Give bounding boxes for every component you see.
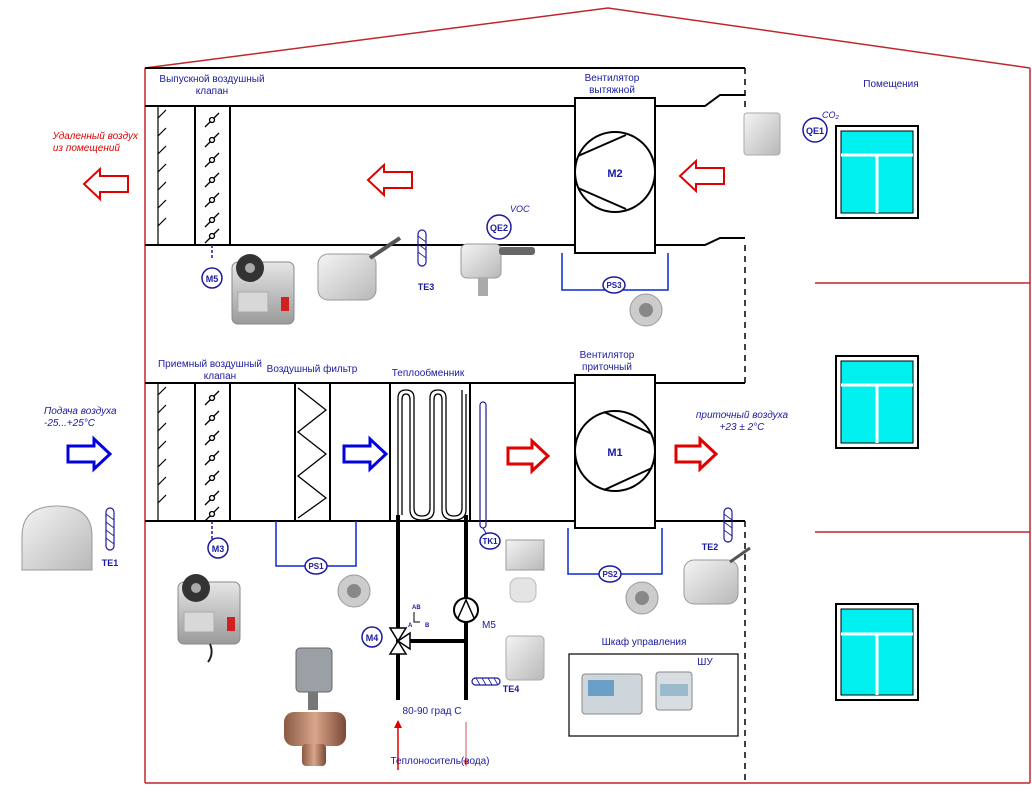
filter-media: [296, 387, 328, 519]
control-valve-image: [284, 647, 346, 766]
te4-room-sensor-image: [505, 635, 545, 681]
supply-air-label-2: +23 ± 2°C: [720, 422, 766, 433]
control-cabinet: [568, 653, 739, 737]
three-way-valve-m4: [388, 627, 411, 655]
exhaust-damper-label-2: клапан: [196, 86, 228, 97]
control-cabinet-label: Шкаф управления: [602, 636, 687, 648]
building-outline: [144, 7, 1031, 784]
tk1-frost-stat-image: [505, 539, 545, 603]
intake-louver: [157, 383, 167, 521]
exhaust-fan-m2: M2: [574, 131, 656, 213]
rooms-label: Помещения: [863, 79, 918, 90]
m5-pump-label: M5: [482, 620, 496, 631]
te3-probe: [417, 229, 427, 267]
m5-tag-label: M5: [206, 274, 219, 284]
air-supply-label-2: -25...+25°C: [44, 418, 96, 429]
m4-tag: [361, 626, 383, 648]
ps2-pressure-switch-image: [625, 581, 659, 615]
ps3-pressure-switch-image: [629, 293, 663, 327]
qe1-tag-label: QE1: [806, 126, 824, 136]
m1-label: M1: [607, 447, 622, 459]
exhaust-inlet-arrow: [678, 158, 725, 194]
qe2-tag: [486, 214, 512, 240]
m4-tag-label: M4: [366, 633, 379, 643]
supply-water-arrow: [394, 720, 402, 728]
exhaust-outlet-arrow: [82, 166, 129, 202]
control-unit-label: ШУ: [697, 657, 713, 668]
te2-duct-sensor-image: [683, 546, 751, 605]
valve-port-ab: AB: [412, 605, 421, 611]
room-window-middle: [835, 355, 919, 449]
supply-out-arrow: [674, 435, 719, 473]
co2-label: CO₂: [822, 110, 840, 120]
filter-out-arrow: [342, 435, 389, 473]
room-window-top: [835, 125, 919, 219]
tk1-capillary: [479, 401, 487, 529]
water-temp-label: 80-90 град С: [403, 706, 462, 717]
exhaust-fan-label-2: вытяжной: [589, 85, 635, 96]
supply-fan-m1: M1: [574, 410, 656, 492]
air-supply-label-1: Подача воздуха: [44, 406, 117, 417]
m5-actuator-tag: [201, 267, 223, 289]
qe2-tag-label: QE2: [490, 223, 508, 233]
room-window-bottom: [835, 603, 919, 701]
te3-label: TE3: [418, 282, 435, 292]
te4-label: TE4: [503, 684, 520, 694]
ps2-tag-label: PS2: [602, 570, 618, 579]
exhaust-louver: [157, 106, 167, 245]
exhaust-damper-label-1: Выпускной воздушный: [159, 74, 264, 85]
removed-air-label-2: из помещений: [53, 143, 121, 154]
damper-actuator-bottom-image: [177, 574, 241, 663]
return-water-arrow: [463, 760, 469, 767]
m3-tag: [207, 537, 229, 559]
supply-fan-label-2: приточный: [582, 362, 632, 373]
heat-exchanger-label: Теплообменник: [392, 367, 465, 379]
te1-probe: [105, 507, 115, 551]
m2-label: M2: [607, 168, 622, 180]
valve-port-b: B: [425, 623, 430, 629]
ps2-tag: [598, 565, 622, 583]
qe1-room-sensor-image: [743, 112, 781, 156]
tk1-tag: [479, 532, 501, 550]
outdoor-sensor-image: [21, 505, 93, 571]
heat-carrier-label: Теплоноситель(вода): [390, 756, 489, 767]
ahu-housing: [145, 67, 745, 529]
air-filter-label: Воздушный фильтр: [267, 363, 358, 375]
intake-damper-blades: [204, 390, 220, 522]
supply-air-label-1: приточный воздуха: [696, 410, 789, 421]
te1-label: TE1: [102, 558, 119, 568]
ps1-tag: [304, 557, 328, 575]
voc-label: VOC: [510, 204, 530, 214]
intake-damper-label-2: клапан: [204, 371, 236, 382]
supply-fan-label-1: Вентилятор: [580, 350, 635, 361]
ps1-pressure-switch-image: [337, 574, 371, 608]
te2-label: TE2: [702, 542, 719, 552]
labels: Выпускной воздушный клапан Вентилятор вы…: [44, 73, 919, 767]
circulation-pump: [453, 597, 479, 623]
ps3-tag-label: PS3: [606, 281, 622, 290]
tk1-tag-label: TK1: [482, 537, 498, 546]
duct-temp-sensor-image: [317, 236, 402, 301]
intake-damper-label-1: Приемный воздушный: [158, 359, 262, 370]
intake-arrow: [66, 435, 113, 473]
removed-air-label-1: Удаленный воздух: [51, 131, 139, 142]
exhaust-duct-arrow: [366, 162, 413, 198]
qe1-tag: [802, 117, 828, 143]
te4-strap-probe: [471, 677, 501, 686]
airflow-arrows: [66, 158, 725, 475]
damper-actuator-top-image: [231, 254, 295, 325]
m3-tag-label: M3: [212, 544, 225, 554]
ps1-tag-label: PS1: [308, 562, 324, 571]
te2-probe: [723, 507, 733, 543]
hx-out-arrow: [506, 437, 551, 475]
exhaust-fan-label-1: Вентилятор: [585, 73, 640, 84]
tag-circles: [201, 117, 828, 648]
voc-sensor-image: [460, 243, 535, 296]
heat-exchanger-coil: [397, 389, 467, 521]
exhaust-damper-blades: [204, 112, 220, 244]
ps3-tag: [602, 276, 626, 294]
valve-port-a: A: [408, 623, 413, 629]
